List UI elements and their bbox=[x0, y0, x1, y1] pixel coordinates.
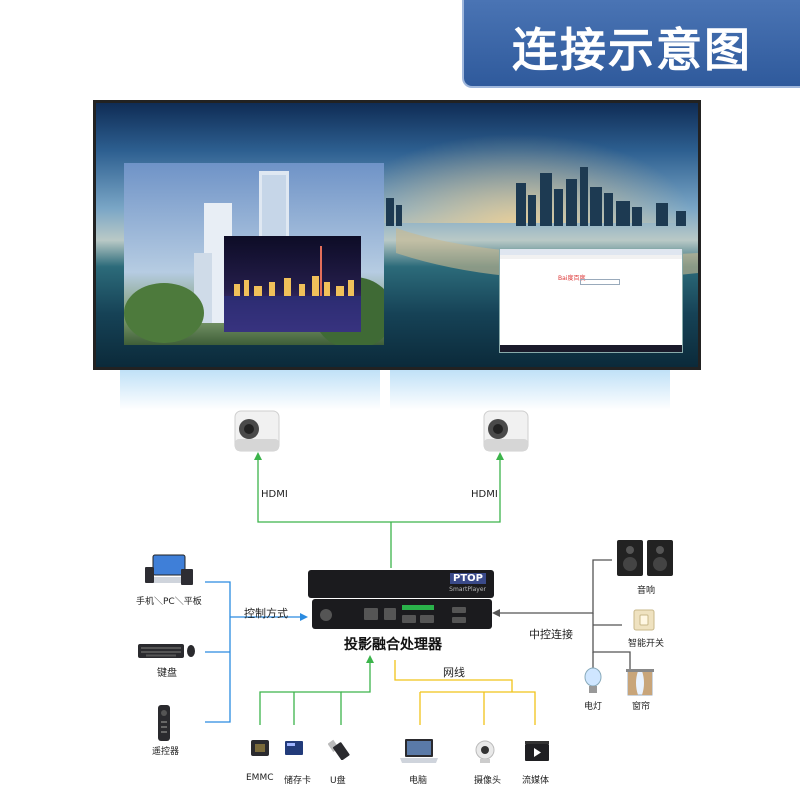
control-label: 手机＼PC＼平板 bbox=[136, 597, 202, 607]
central-device-label: 音响 bbox=[637, 586, 656, 596]
night-city-window bbox=[224, 236, 361, 332]
power-port bbox=[320, 609, 332, 621]
browser-window: Bai度百度 bbox=[499, 248, 683, 353]
central-device-label: 窗帘 bbox=[632, 702, 651, 712]
processor-model: SmartPlayer bbox=[449, 586, 486, 593]
page-title: 连接示意图 bbox=[512, 23, 752, 77]
remote-control-icon bbox=[158, 705, 170, 741]
left-projection-beam bbox=[120, 370, 380, 410]
network-device-label: 电脑 bbox=[409, 776, 428, 786]
speaker-icon bbox=[617, 540, 673, 576]
processor-rear-panel bbox=[312, 599, 492, 629]
control-method-label: 控制方式 bbox=[244, 607, 288, 620]
terminal-block bbox=[402, 605, 434, 610]
network-device-label: 摄像头 bbox=[474, 776, 502, 786]
hdmi-out-port bbox=[452, 607, 466, 613]
memory-card-icon bbox=[285, 741, 303, 755]
light-bulb-icon bbox=[584, 667, 602, 693]
projector-icon bbox=[234, 410, 280, 452]
laptop-icon bbox=[400, 739, 438, 763]
processor-brand: PTOP bbox=[450, 573, 486, 584]
browser-search-box bbox=[580, 279, 620, 285]
emmc-chip-icon bbox=[251, 740, 269, 756]
central-device-label: 智能开关 bbox=[628, 639, 665, 649]
hdmi-out-port bbox=[420, 615, 434, 623]
curtain-icon bbox=[626, 669, 654, 696]
processor-top-unit: PTOP SmartPlayer bbox=[308, 570, 494, 598]
control-label: 遥控器 bbox=[152, 747, 180, 757]
projector-icon bbox=[483, 410, 529, 452]
processor-name: 投影融合处理器 bbox=[344, 637, 442, 653]
storage-label: EMMC bbox=[246, 773, 274, 783]
smart-switch-icon bbox=[633, 609, 655, 631]
hdmi-in-port bbox=[402, 615, 416, 623]
projection-screen: Bai度百度 bbox=[93, 100, 701, 370]
streaming-media-icon bbox=[525, 741, 549, 761]
control-label: 键盘 bbox=[157, 668, 177, 679]
laptop-tablet-phone-icon bbox=[145, 554, 193, 585]
usb-port bbox=[364, 608, 378, 620]
network-cable-label: 网线 bbox=[443, 666, 465, 679]
hdmi-right-label: HDMI bbox=[471, 489, 498, 500]
storage-label: 储存卡 bbox=[284, 776, 312, 786]
central-device-label: 电灯 bbox=[584, 702, 603, 712]
network-device-label: 流媒体 bbox=[522, 776, 550, 786]
hdmi-left-label: HDMI bbox=[261, 489, 288, 500]
hdmi-out-port bbox=[452, 617, 466, 623]
browser-logo: Bai度百度 bbox=[558, 275, 586, 282]
central-control-label: 中控连接 bbox=[529, 628, 573, 641]
lan-port bbox=[384, 608, 396, 620]
title-banner: 连接示意图 bbox=[462, 0, 800, 88]
right-projection-beam bbox=[390, 370, 670, 410]
keyboard-icon bbox=[138, 644, 195, 658]
camera-icon bbox=[475, 740, 495, 763]
storage-label: U盘 bbox=[330, 776, 346, 786]
usb-drive-icon bbox=[328, 739, 350, 760]
